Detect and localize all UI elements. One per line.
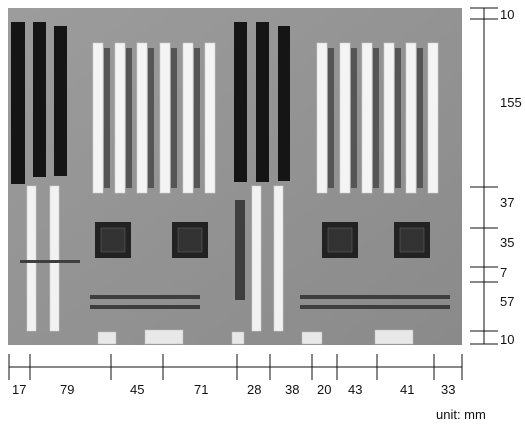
horizontal-dimension-label-4: 71 [194, 382, 209, 397]
horizontal-dimension-label-6: 38 [285, 382, 300, 397]
vertical-dimension-label-2: 155 [500, 95, 522, 110]
power-connector-row [97, 329, 414, 345]
vertical-dimension-label-3: 37 [500, 195, 515, 210]
component-rows [20, 200, 450, 309]
vertical-dimension-label-5: 7 [500, 265, 508, 280]
pci-slot-group-top-right [316, 42, 439, 194]
pci-slot-group-bottom-middle [251, 185, 284, 332]
horizontal-dimension-label-3: 45 [130, 382, 145, 397]
horizontal-dimension-label-2: 79 [60, 382, 75, 397]
bridge-chip-2 [172, 222, 208, 258]
vertical-dimension-line [470, 7, 498, 345]
bridge-chip-1 [95, 222, 131, 258]
pci-slot-shadow-strips [104, 48, 423, 188]
vertical-dimension-label-7: 10 [500, 332, 515, 347]
pci-slot-group-bottom-left [26, 185, 60, 332]
bridge-chip-3 [322, 222, 358, 258]
horizontal-dimension-label-7: 20 [317, 382, 332, 397]
horizontal-dimension-label-8: 43 [348, 382, 363, 397]
bridge-chip-4 [394, 222, 430, 258]
vertical-dimension-label-4: 35 [500, 235, 515, 250]
pci-slot-group-top-left [92, 42, 216, 194]
horizontal-dimension-label-9: 41 [400, 382, 415, 397]
vertical-dimension-label-6: 57 [500, 294, 515, 309]
isa-slot-group-middle [234, 22, 290, 182]
horizontal-dimension-label-1: 17 [12, 382, 27, 397]
isa-slot-group-left [11, 22, 67, 184]
horizontal-dimension-label-5: 28 [247, 382, 262, 397]
vertical-dimension-label-1: 10 [500, 7, 515, 22]
horizontal-dimension-line [8, 354, 463, 380]
horizontal-dimension-label-10: 33 [441, 382, 456, 397]
unit-label: unit: mm [436, 407, 486, 422]
